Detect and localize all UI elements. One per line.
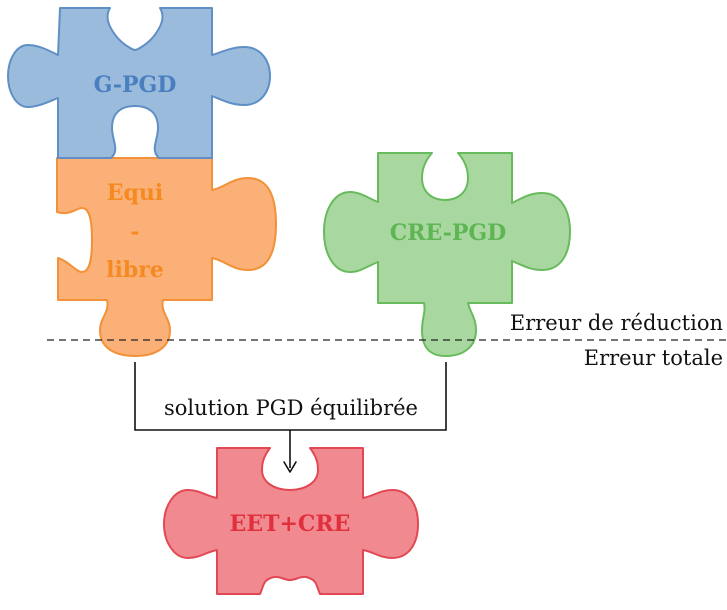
eetcre-piece: EET+CRE: [163, 447, 419, 595]
gpgd-piece-shape: [7, 7, 271, 159]
eetcre-piece-shape: [163, 447, 419, 595]
crepgd-label: CRE-PGD: [390, 220, 507, 246]
equilibre-piece-shape: [56, 157, 277, 357]
gpgd-label: G-PGD: [94, 72, 177, 98]
gpgd-piece: G-PGD: [7, 7, 271, 159]
total-error-label: Erreur totale: [584, 346, 723, 370]
reduction-error-label: Erreur de réduction: [510, 311, 723, 335]
connector-label: solution PGD équilibrée: [164, 396, 418, 420]
connector-label-background: [141, 392, 441, 424]
equilibre-label-line3: libre: [106, 257, 164, 283]
crepgd-piece-shape: [323, 152, 571, 357]
equilibre-label-line1: Equi: [107, 180, 164, 206]
equilibre-piece: Equi - libre: [56, 157, 277, 357]
equilibre-label-line2: -: [130, 219, 139, 245]
crepgd-piece: CRE-PGD: [323, 152, 571, 357]
connector-arrow-head: [283, 461, 297, 473]
eetcre-label: EET+CRE: [230, 511, 351, 537]
